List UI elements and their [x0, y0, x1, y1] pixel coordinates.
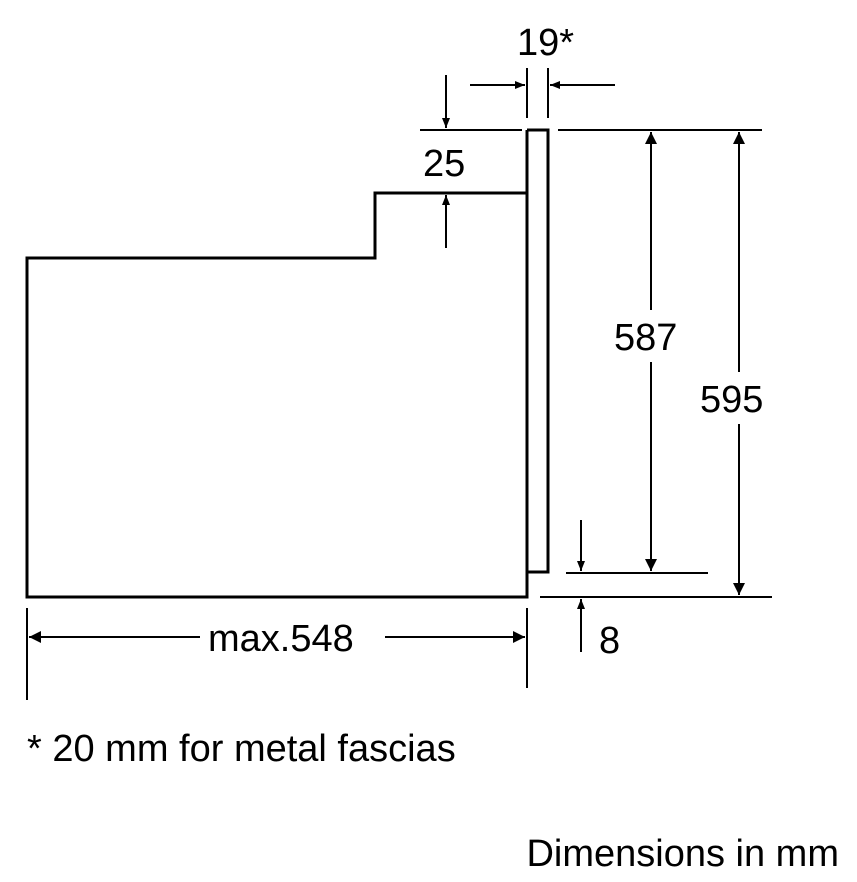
total-height-label: 595 [700, 379, 763, 421]
oven-body-outline [25, 191, 529, 599]
max-depth-label: max.548 [208, 618, 354, 660]
front-panel-outline [527, 128, 550, 574]
top-step-label: 25 [423, 143, 465, 185]
units-note: Dimensions in mm [526, 833, 839, 875]
bottom-offset-label: 8 [599, 620, 620, 662]
metal-fascia-footnote: * 20 mm for metal fascias [27, 728, 456, 770]
inner-height-label: 587 [614, 317, 677, 359]
panel-thickness-label: 19* [517, 22, 574, 64]
